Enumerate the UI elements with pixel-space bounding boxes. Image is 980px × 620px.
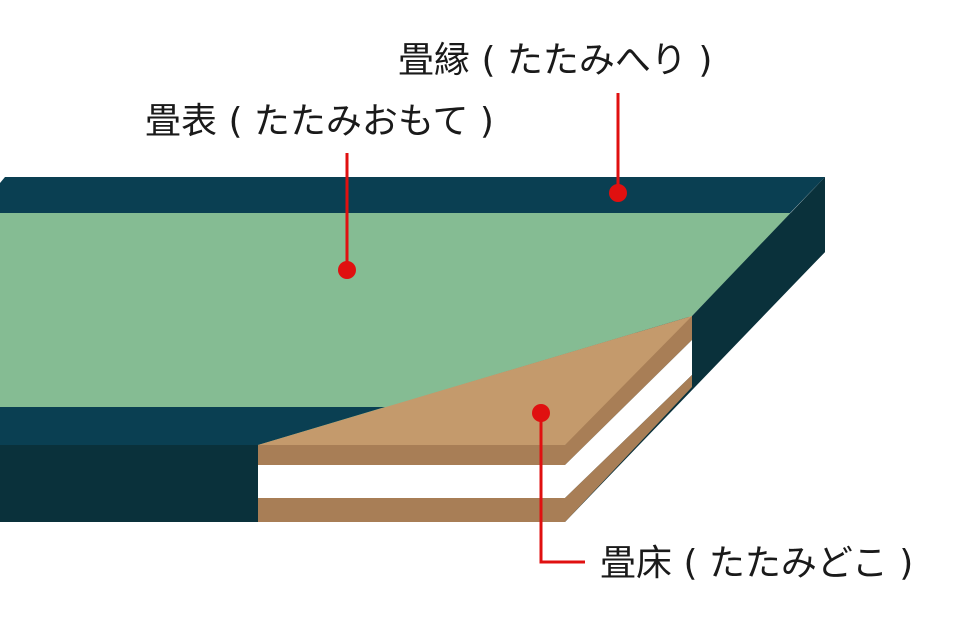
omote-leader-dot (338, 261, 356, 279)
heri-label: 畳縁 ( たたみへり ) (398, 40, 712, 81)
heri-leader-dot (609, 184, 627, 202)
doko-side-core (565, 340, 692, 498)
doko-side-layer-top (565, 316, 692, 465)
heri-lower-band (0, 407, 385, 445)
doko-leader-line (539, 413, 585, 564)
doko-leader-dot (532, 404, 550, 422)
omote-top-surface (0, 213, 792, 445)
mat-side-behind-cut (692, 177, 825, 387)
doko-front-layer-top (258, 445, 565, 465)
mat-front-face (0, 445, 258, 522)
doko-side-layer-bottom (565, 375, 692, 522)
doko-label: 畳床 ( たたみどこ ) (600, 543, 913, 584)
doko-front-core (258, 465, 565, 498)
doko-top-surface (258, 316, 692, 445)
doko-front-layer-bottom (258, 498, 565, 522)
omote-label: 畳表 ( たたみおもて ) (145, 101, 494, 142)
